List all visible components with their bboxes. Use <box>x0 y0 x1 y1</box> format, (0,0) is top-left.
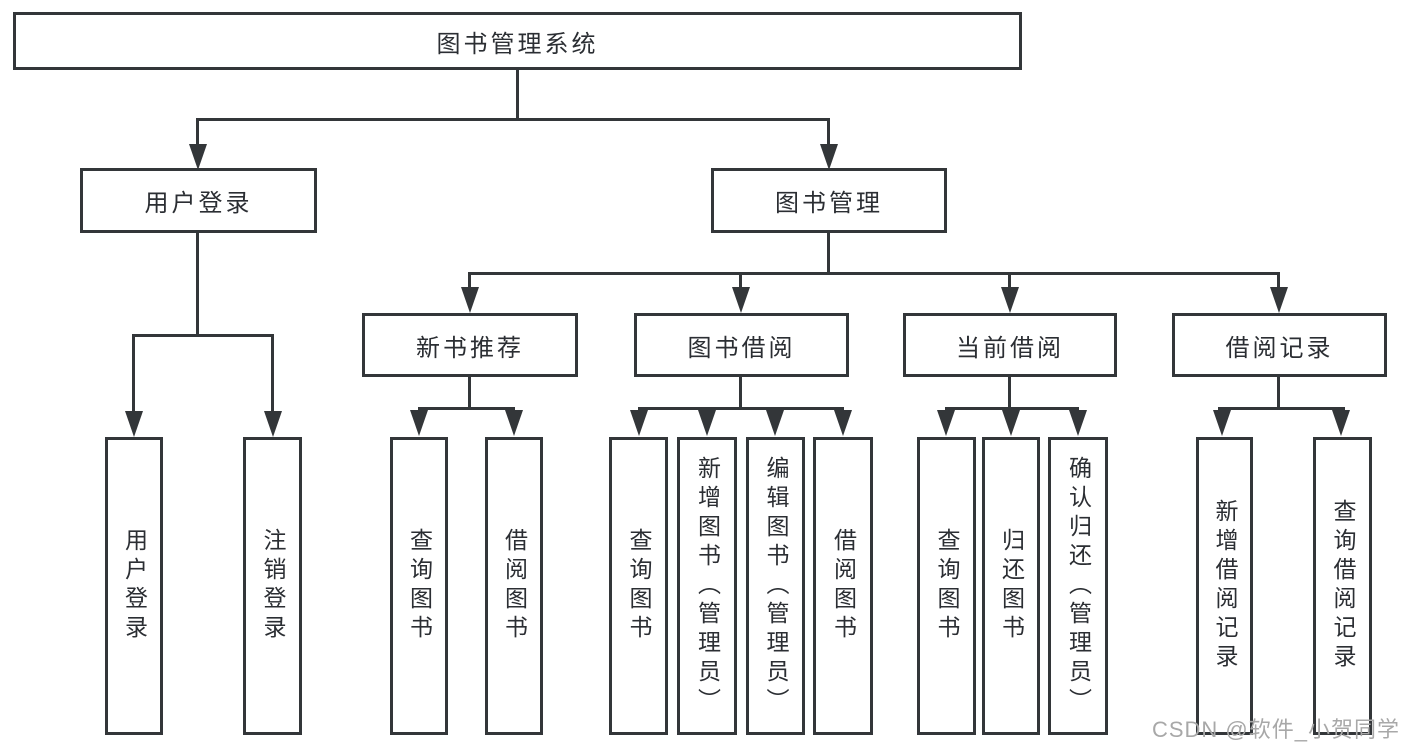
arrow-down-icon <box>125 411 143 437</box>
arrow-down-icon <box>698 410 716 436</box>
leaf-borrow-books: 借阅图书 <box>813 437 873 735</box>
connector-line <box>827 233 830 275</box>
connector-line <box>468 377 471 410</box>
leaf-query-books-borrowing: 查询图书 <box>609 437 668 735</box>
node-book-borrowing-label: 图书借阅 <box>687 334 796 362</box>
node-book-management: 图书管理 <box>711 168 947 233</box>
arrow-down-icon <box>834 410 852 436</box>
arrow-down-icon <box>1332 410 1350 436</box>
arrow-down-icon <box>766 410 784 436</box>
leaf-borrow-books-label: 借阅图书 <box>830 528 857 644</box>
arrow-down-icon <box>410 410 428 436</box>
connector-line <box>196 118 199 146</box>
node-new-book-recommend-label: 新书推荐 <box>416 334 524 362</box>
node-book-management-label: 图书管理 <box>775 190 883 217</box>
leaf-return-books: 归还图书 <box>982 437 1040 735</box>
leaf-add-borrow-record-label: 新增借阅记录 <box>1212 499 1238 673</box>
node-root: 图书管理系统 <box>13 12 1022 70</box>
leaf-query-books-recommend: 查询图书 <box>390 437 448 735</box>
leaf-query-borrow-record-label: 查询借阅记录 <box>1330 499 1356 673</box>
connector-line <box>197 118 830 121</box>
arrow-down-icon <box>820 144 838 170</box>
leaf-add-books-admin-label: 新增图书（管理员） <box>694 455 721 717</box>
arrow-down-icon <box>189 144 207 170</box>
connector-line <box>468 272 471 289</box>
connector-line <box>1218 407 1345 410</box>
node-new-book-recommend: 新书推荐 <box>362 313 578 377</box>
node-root-label: 图书管理系统 <box>436 30 599 58</box>
connector-line <box>638 407 844 410</box>
leaf-confirm-return-admin: 确认归还（管理员） <box>1048 437 1108 735</box>
connector-line <box>945 407 1079 410</box>
leaf-borrow-books-recommend-label: 借阅图书 <box>501 528 528 644</box>
leaf-logout-label: 注销登录 <box>260 528 286 644</box>
leaf-edit-books-admin: 编辑图书（管理员） <box>746 437 805 735</box>
arrow-down-icon <box>1270 287 1288 313</box>
connector-line <box>739 377 742 410</box>
node-user-login-label: 用户登录 <box>144 190 253 217</box>
connector-line <box>827 118 830 146</box>
node-borrowing-records-label: 借阅记录 <box>1225 334 1334 362</box>
leaf-query-borrow-record: 查询借阅记录 <box>1313 437 1372 735</box>
connector-line <box>739 272 742 289</box>
connector-line <box>271 334 274 413</box>
leaf-logout: 注销登录 <box>243 437 302 735</box>
connector-line <box>196 233 199 337</box>
leaf-confirm-return-admin-label: 确认归还（管理员） <box>1065 455 1092 717</box>
node-current-borrowing-label: 当前借阅 <box>956 334 1064 362</box>
leaf-return-books-label: 归还图书 <box>998 528 1025 644</box>
arrow-down-icon <box>630 410 648 436</box>
leaf-add-borrow-record: 新增借阅记录 <box>1196 437 1253 735</box>
connector-line <box>132 334 135 413</box>
connector-line <box>133 334 274 337</box>
arrow-down-icon <box>264 411 282 437</box>
connector-line <box>516 69 519 121</box>
connector-line <box>1008 272 1011 289</box>
arrow-down-icon <box>1002 410 1020 436</box>
node-user-login: 用户登录 <box>80 168 317 233</box>
connector-line <box>418 407 515 410</box>
connector-line <box>469 272 1280 275</box>
leaf-query-books-recommend-label: 查询图书 <box>406 528 433 644</box>
leaf-user-login: 用户登录 <box>105 437 163 735</box>
arrow-down-icon <box>461 287 479 313</box>
arrow-down-icon <box>1001 287 1019 313</box>
connector-line <box>1277 272 1280 289</box>
node-current-borrowing: 当前借阅 <box>903 313 1117 377</box>
arrow-down-icon <box>505 410 523 436</box>
arrow-down-icon <box>937 410 955 436</box>
arrow-down-icon <box>732 287 750 313</box>
leaf-user-login-label: 用户登录 <box>121 528 148 644</box>
connector-line <box>1008 377 1011 410</box>
csdn-watermark: CSDN @软件_小贺同学 <box>1151 717 1400 742</box>
arrow-down-icon <box>1069 410 1087 436</box>
node-book-borrowing: 图书借阅 <box>634 313 849 377</box>
node-borrowing-records: 借阅记录 <box>1172 313 1387 377</box>
leaf-borrow-books-recommend: 借阅图书 <box>485 437 543 735</box>
connector-line <box>1277 377 1280 410</box>
leaf-edit-books-admin-label: 编辑图书（管理员） <box>763 455 789 717</box>
leaf-query-books-current: 查询图书 <box>917 437 976 735</box>
leaf-query-books-current-label: 查询图书 <box>934 528 960 644</box>
leaf-add-books-admin: 新增图书（管理员） <box>677 437 737 735</box>
leaf-query-books-borrowing-label: 查询图书 <box>626 528 652 644</box>
arrow-down-icon <box>1213 410 1231 436</box>
